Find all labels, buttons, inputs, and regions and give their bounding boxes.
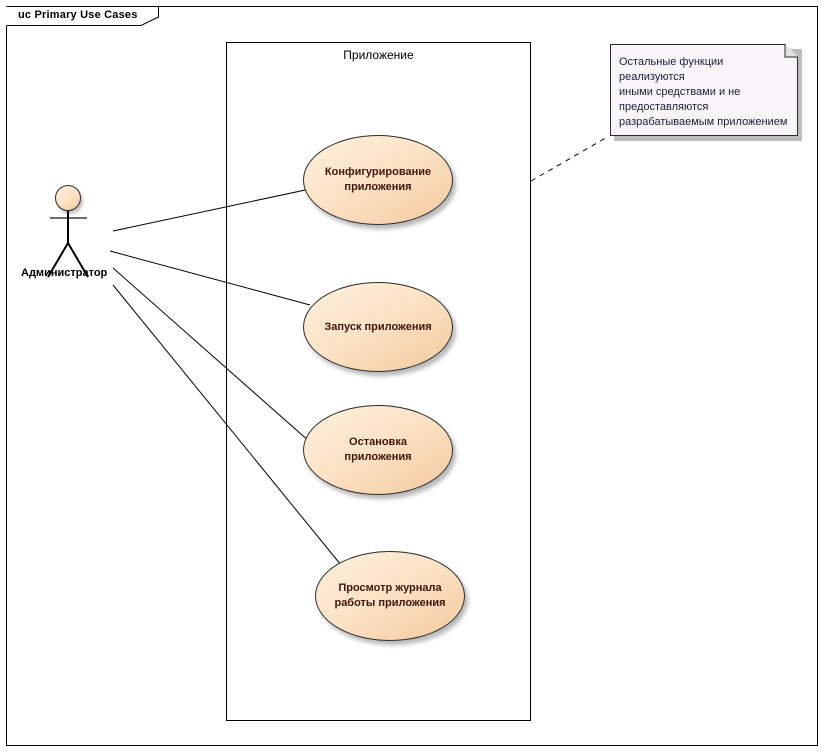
- note[interactable]: Остальные функции реализуются иными сред…: [610, 44, 798, 136]
- note-text: Остальные функции реализуются иными сред…: [619, 56, 788, 128]
- actor-head-icon: [55, 185, 81, 211]
- diagram-title-label: uc Primary Use Cases: [18, 9, 138, 21]
- note-fold-icon: [784, 44, 798, 58]
- use-case-stop-label: Остановка приложения: [344, 436, 412, 463]
- system-boundary-label: Приложение: [343, 48, 414, 62]
- use-case-configure-label: Конфигурирование приложения: [324, 166, 432, 193]
- actor-label: Администратор: [21, 267, 108, 279]
- use-case-view-log-label: Просмотр журнала работы приложения: [334, 582, 446, 609]
- use-case-configure[interactable]: Конфигурирование приложения: [303, 135, 453, 225]
- diagram-frame: [6, 6, 818, 746]
- note-body: [610, 44, 798, 136]
- use-case-start[interactable]: Запуск приложения: [303, 282, 453, 372]
- use-case-stop[interactable]: Остановка приложения: [303, 405, 453, 495]
- use-case-start-label: Запуск приложения: [324, 320, 432, 333]
- use-case-view-log[interactable]: Просмотр журнала работы приложения: [315, 551, 465, 641]
